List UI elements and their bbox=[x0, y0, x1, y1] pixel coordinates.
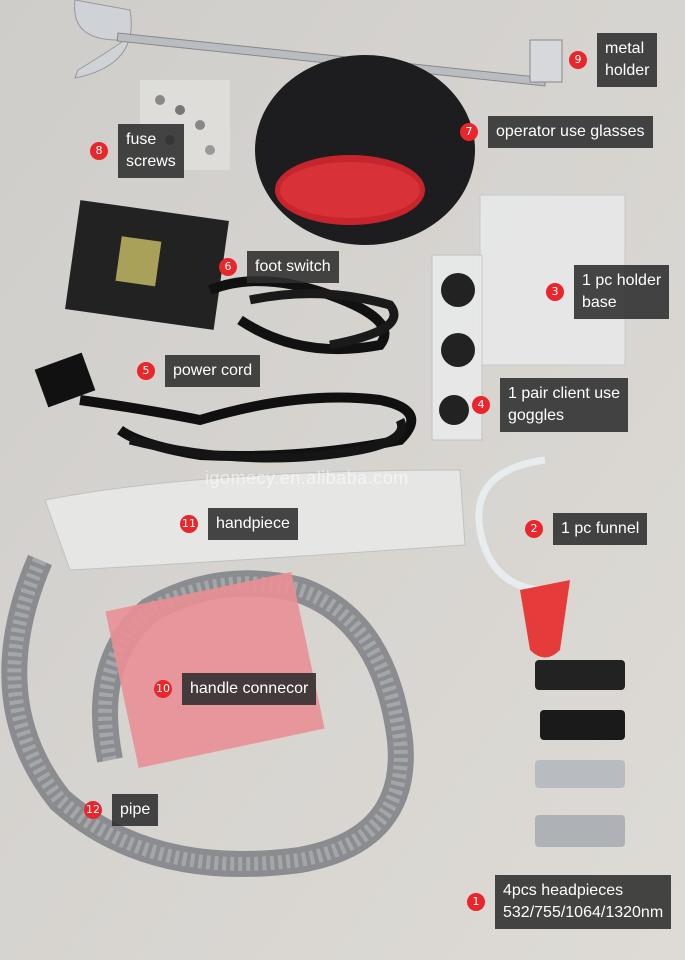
callout-power-cord: 5 power cord bbox=[137, 355, 261, 387]
callout-badge: 6 bbox=[219, 258, 237, 276]
callout-operator-glasses: 7 operator use glasses bbox=[460, 116, 653, 148]
client-goggles-item bbox=[431, 254, 483, 441]
callout-handle-connector: 10 handle connecor bbox=[154, 673, 317, 705]
callout-label: pipe bbox=[112, 794, 159, 826]
callout-badge: 3 bbox=[546, 283, 564, 301]
callout-label: power cord bbox=[165, 355, 261, 387]
headpieces-item bbox=[535, 660, 625, 847]
metal-holder-item bbox=[74, 0, 563, 87]
handle-connector-item bbox=[105, 571, 325, 769]
callout-badge: 2 bbox=[525, 520, 543, 538]
callout-badge: 11 bbox=[180, 515, 198, 533]
power-cord-item bbox=[34, 352, 417, 463]
callout-foot-switch: 6 foot switch bbox=[219, 251, 339, 283]
callout-badge: 4 bbox=[472, 396, 490, 414]
foot-switch-item bbox=[65, 200, 399, 355]
callout-funnel: 2 1 pc funnel bbox=[525, 513, 648, 545]
watermark: igomecy.en.alibaba.com bbox=[205, 468, 409, 488]
callout-badge: 7 bbox=[460, 123, 478, 141]
callout-badge: 1 bbox=[467, 893, 485, 911]
callout-badge: 9 bbox=[569, 51, 587, 69]
glasses-case-item bbox=[255, 55, 475, 245]
callout-badge: 5 bbox=[137, 362, 155, 380]
callout-label: operator use glasses bbox=[488, 116, 653, 148]
callout-handpiece: 11 handpiece bbox=[180, 508, 298, 540]
callout-badge: 8 bbox=[90, 142, 108, 160]
callout-label: foot switch bbox=[247, 251, 339, 283]
callout-label: handpiece bbox=[208, 508, 298, 540]
callout-badge: 12 bbox=[84, 801, 102, 819]
callout-label: handle connecor bbox=[182, 673, 317, 705]
funnel-item bbox=[475, 456, 570, 658]
callout-pipe: 12 pipe bbox=[84, 794, 159, 826]
callout-label: 1 pc funnel bbox=[553, 513, 648, 545]
callout-badge: 10 bbox=[154, 680, 172, 698]
